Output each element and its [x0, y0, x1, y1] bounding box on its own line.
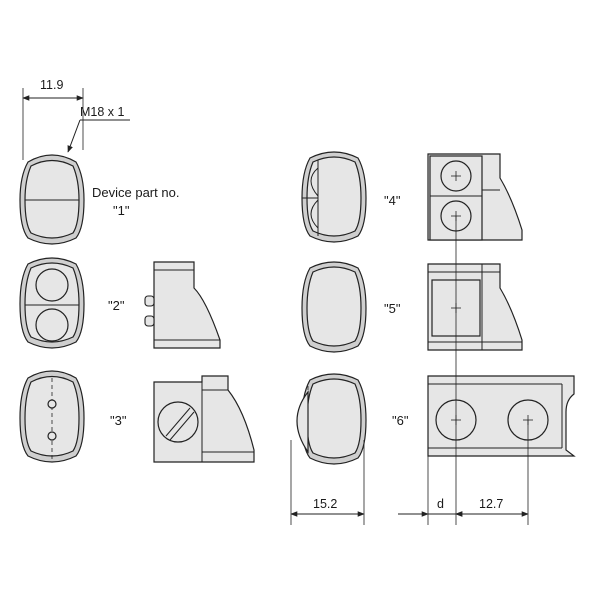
- part-3-front: [19, 370, 85, 463]
- part-5-front: [301, 261, 367, 353]
- dimension-15-2: 15.2: [290, 440, 365, 525]
- device-part-label: Device part no.: [92, 185, 179, 200]
- part-3-side: [153, 375, 255, 463]
- dimension-15-2-text: 15.2: [313, 497, 337, 511]
- part-4-side: [427, 153, 523, 241]
- dimension-d-and-pitch: d 12.7: [398, 456, 529, 525]
- part-2-label: "2": [108, 298, 125, 313]
- part-6-front: [296, 373, 367, 465]
- part-6-label: "6": [392, 413, 409, 428]
- dimension-d-text: d: [437, 497, 444, 511]
- dimension-11-9: 11.9: [40, 78, 63, 92]
- part-2-side: [144, 261, 221, 349]
- part-6-side: [427, 375, 576, 457]
- part-2-front: [19, 257, 85, 349]
- part-3-label: "3": [110, 413, 127, 428]
- center-lines: [455, 216, 529, 525]
- part-4-label: "4": [384, 193, 401, 208]
- part-5-label: "5": [384, 301, 401, 316]
- dimension-thread: M18 x 1: [67, 105, 130, 153]
- part-1-front: [19, 154, 85, 245]
- part-1-label: "1": [113, 203, 130, 218]
- thread-label: M18 x 1: [80, 105, 125, 119]
- dimension-12-7-text: 12.7: [479, 497, 503, 511]
- part-4-front: [301, 151, 367, 243]
- dimension-width-top: 11.9: [22, 78, 84, 160]
- part-5-side: [427, 263, 523, 351]
